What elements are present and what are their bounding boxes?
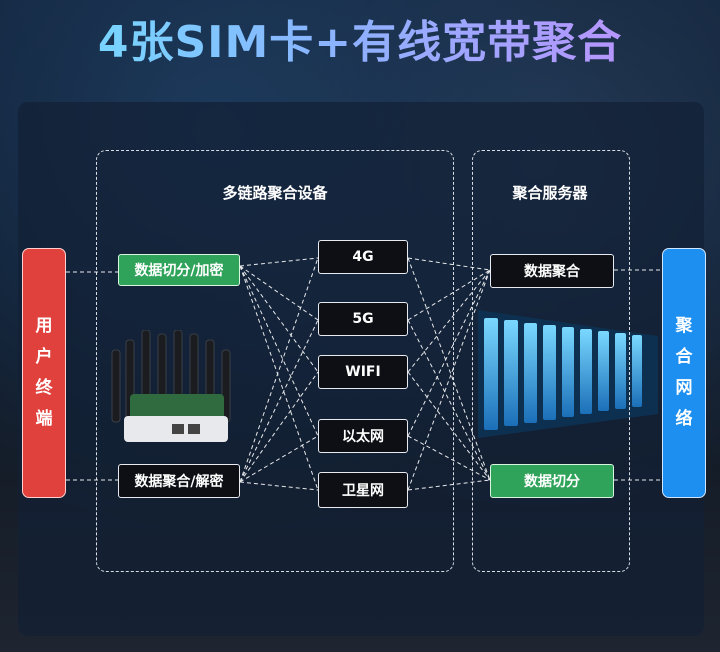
user-terminal-char: 终 [35, 378, 53, 398]
server-group-frame [472, 150, 630, 572]
server-aggregate-box: 数据聚合 [490, 254, 614, 288]
server-rack-illustration [478, 310, 658, 438]
aggregate-network-char: 合 [675, 347, 693, 367]
server-group-label: 聚合服务器 [512, 184, 588, 202]
user-terminal-bar: 用 户 终 端 [22, 248, 66, 498]
aggregate-network-bar: 聚 合 网 络 [662, 248, 706, 498]
split-encrypt-box: 数据切分/加密 [118, 254, 240, 286]
page-title: 4张SIM卡+有线宽带聚合 [0, 6, 720, 70]
link-satellite-box: 卫星网 [318, 472, 408, 508]
device-group-frame [96, 150, 454, 572]
aggregate-decrypt-box: 数据聚合/解密 [118, 464, 240, 498]
link-wifi-box: WIFI [318, 355, 408, 389]
user-terminal-char: 端 [35, 409, 53, 429]
aggregate-network-char: 网 [675, 378, 693, 398]
device-group-label: 多链路聚合设备 [222, 184, 328, 202]
user-terminal-char: 户 [35, 347, 53, 367]
link-ethernet-box: 以太网 [318, 419, 408, 453]
aggregate-network-char: 络 [675, 409, 693, 429]
link-5g-box: 5G [318, 302, 408, 336]
aggregate-network-char: 聚 [675, 316, 693, 336]
router-illustration [111, 330, 231, 442]
server-split-box: 数据切分 [490, 464, 614, 498]
user-terminal-char: 用 [35, 316, 53, 336]
link-4g-box: 4G [318, 240, 408, 274]
